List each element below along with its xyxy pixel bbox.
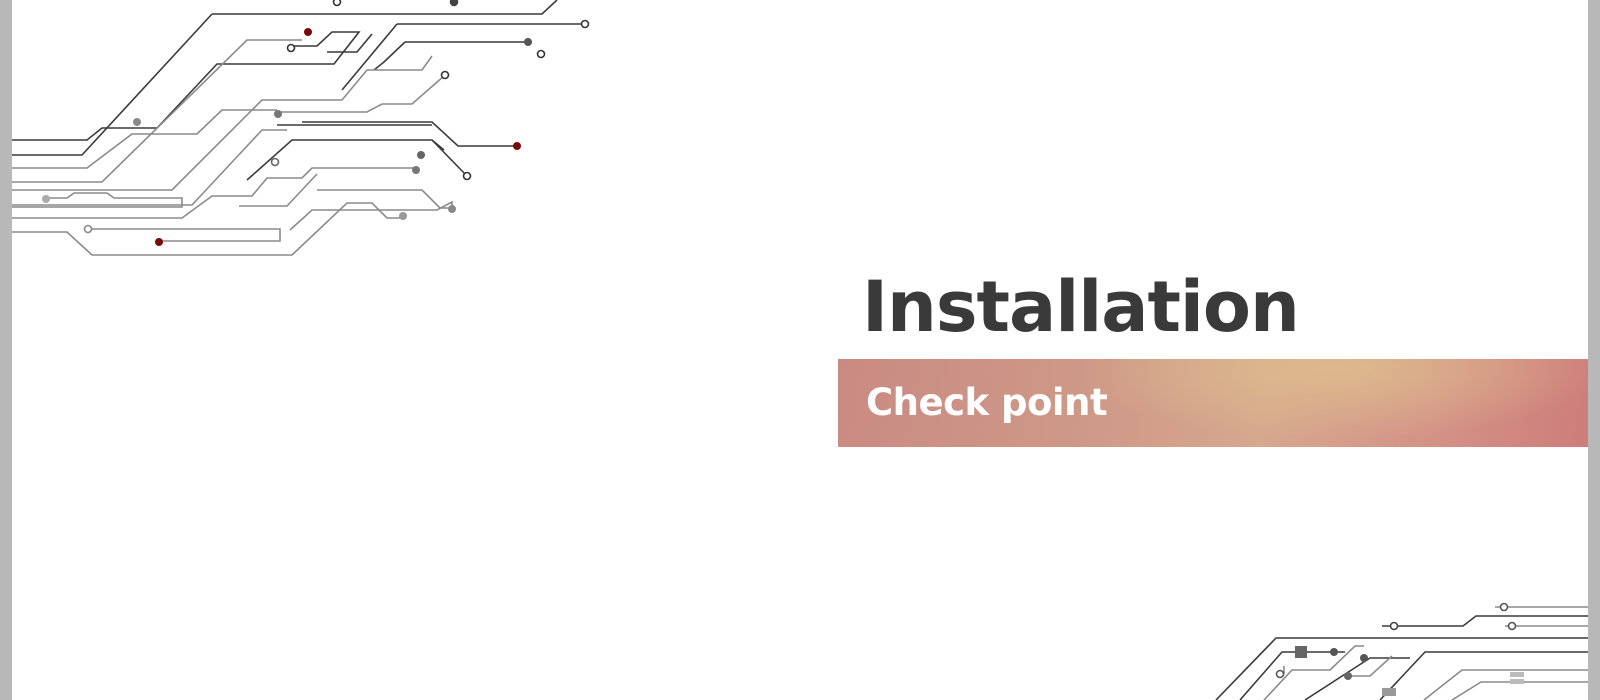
subtitle-text: Check point [866, 381, 1108, 424]
circuit-pattern-bottom-right-icon [1215, 602, 1588, 700]
subtitle-banner: Check point [838, 359, 1588, 447]
slide-title: Installation [862, 266, 1300, 348]
circuit-pattern-top-left-icon [12, 0, 590, 256]
presentation-slide: Installation Check point [12, 0, 1588, 700]
